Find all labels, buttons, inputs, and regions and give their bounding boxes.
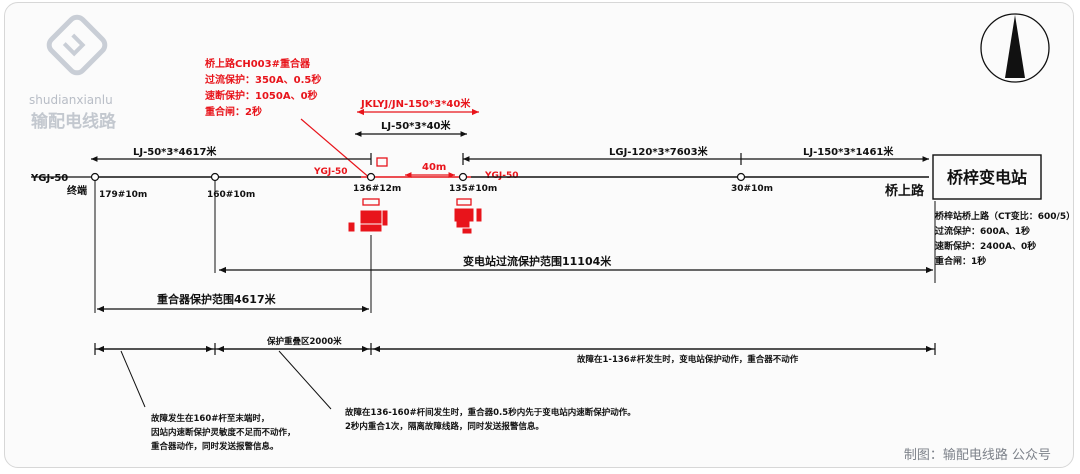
note-left-2: 因站内速断保护灵敏度不足而不动作，	[151, 427, 296, 438]
pole-30-label: 30#10m	[731, 184, 773, 194]
note-middle-leader	[278, 350, 332, 410]
lj-short-spec: LJ-50*3*40米	[381, 119, 451, 132]
watermark-chinese: 输配电线路	[31, 111, 117, 132]
watermark-latin: shudianxianlu	[29, 93, 113, 107]
note-middle-2: 2秒内重合1次，隔离故障线路，同时发送报警信息。	[345, 421, 544, 432]
substation-ct: 桥梓站桥上路（CT变比：600/5）	[935, 210, 1074, 222]
note-left-leader	[120, 350, 146, 408]
pole-136-label: 136#12m	[353, 184, 401, 194]
substation-quickbreak: 速断保护：2400A、0秒	[935, 240, 1036, 252]
diagram-canvas: shudianxianlu 输配电线路 桥上路CH003#重合器 过流保护：35…	[29, 13, 1074, 463]
switch-symbol-135-icon	[454, 198, 482, 234]
red-cable-spec: JKLYJ/JN-150*3*40米	[360, 97, 471, 110]
switch-symbol-136-icon	[348, 198, 388, 232]
recloser-overcurrent: 过流保护：350A、0.5秒	[205, 73, 321, 86]
recloser-title: 桥上路CH003#重合器	[205, 57, 311, 70]
note-left-3: 重合器动作，同时发送报警信息。	[151, 441, 279, 452]
mid-span-label: 40m	[422, 162, 446, 173]
substation-box	[932, 154, 1042, 200]
overlap-label: 保护重叠区2000米	[266, 336, 342, 347]
pole-135-icon	[458, 172, 468, 182]
pole-160-label: 160#10m	[207, 190, 255, 200]
pole-160-icon	[210, 172, 220, 182]
pole-136-icon	[366, 172, 376, 182]
pole-179-label: 179#10m	[99, 190, 147, 200]
substation-road: 桥上路	[885, 183, 925, 199]
diagram-frame: shudianxianlu 输配电线路 桥上路CH003#重合器 过流保护：35…	[4, 2, 1074, 468]
recloser-reclose: 重合闸：2秒	[205, 105, 262, 118]
note-middle-1: 故障在136-160#杆间发生时，重合器0.5秒内先于变电站内速断保护动作。	[345, 407, 636, 418]
pole-135-label: 135#10m	[449, 184, 497, 194]
north-arrow-icon	[980, 13, 1050, 83]
recloser-range-label: 重合器保护范围4617米	[157, 292, 277, 306]
note-left-1: 故障发生在160#杆至末端时，	[151, 413, 269, 424]
span-2-label: LGJ-120*3*7603米	[609, 145, 709, 158]
substation-reclose: 重合闸：1秒	[935, 255, 986, 267]
watermark-logo-icon	[46, 14, 108, 76]
ygj-right-label: YGJ-50	[484, 171, 519, 181]
substation-overcurrent: 过流保护：600A、1秒	[935, 225, 1030, 237]
span-1-label: LJ-50*3*4617米	[133, 145, 217, 158]
recloser-leader	[300, 118, 372, 180]
overcurrent-range-label: 变电站过流保护范围11104米	[463, 254, 612, 268]
pole-179-icon	[90, 172, 100, 182]
note-right: 故障在1-136#杆发生时，变电站保护动作，重合器不动作	[577, 354, 799, 365]
terminal-label: 终端	[67, 184, 87, 197]
span-3-label: LJ-150*3*1461米	[803, 145, 894, 158]
substation-name: 桥梓变电站	[947, 168, 1027, 187]
credit-label: 制图：输配电线路 公众号	[904, 447, 1051, 463]
pole-30-icon	[736, 172, 746, 182]
ygj-left-label: YGJ-50	[313, 167, 348, 177]
recloser-quickbreak: 速断保护：1050A、0秒	[205, 89, 318, 102]
recloser-symbol-icon	[376, 157, 388, 167]
left-cable-label: YGJ-50	[30, 173, 68, 184]
